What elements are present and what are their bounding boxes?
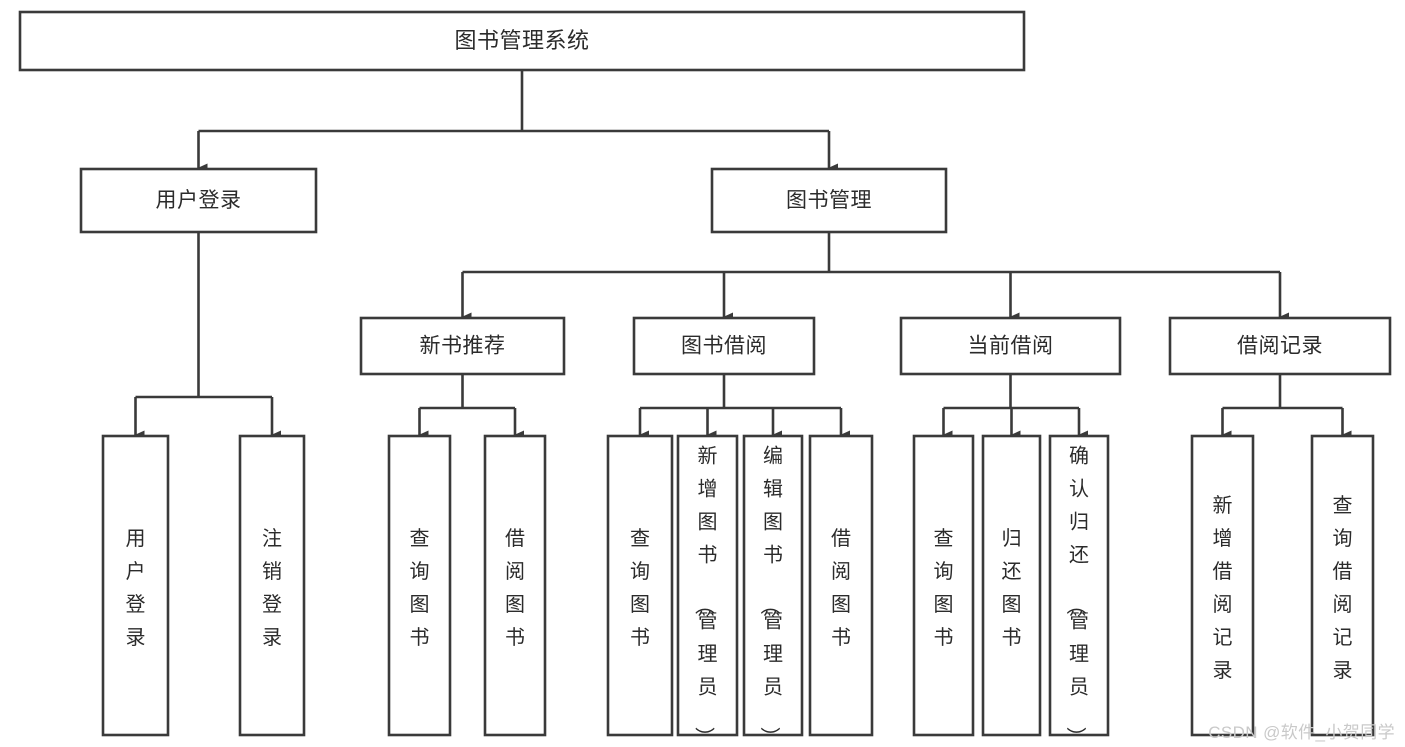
node-leaf-borrow-edit-book[interactable]: 编辑图书（管理员）	[742, 434, 804, 747]
node-box-root	[18, 10, 1026, 72]
node-leaf-new-query-book[interactable]: 查询图书	[387, 434, 452, 737]
node-label-current-borrow: 当前借阅	[968, 335, 1054, 358]
node-box-new-book-recommend	[359, 316, 566, 376]
node-book-manage[interactable]: 图书管理	[710, 167, 948, 234]
node-box-leaf-current-query-book	[912, 434, 975, 737]
node-box-leaf-current-return-book	[981, 434, 1042, 737]
node-box-leaf-new-query-book	[387, 434, 452, 737]
node-label-leaf-borrow-edit-book: 编辑图书（管理员）	[758, 445, 783, 747]
node-label-root: 图书管理系统	[454, 28, 589, 53]
node-label-leaf-record-query: 查询借阅记录	[1333, 494, 1353, 682]
node-label-book-borrow: 图书借阅	[681, 335, 767, 358]
node-label-leaf-user-logout: 注销登录	[262, 527, 282, 649]
node-box-book-manage	[710, 167, 948, 234]
node-label-leaf-borrow-add-book: 新增图书（管理员）	[693, 445, 718, 747]
node-box-leaf-record-add	[1190, 434, 1255, 737]
node-label-new-book-recommend: 新书推荐	[420, 335, 506, 358]
node-box-leaf-borrow-borrow-book	[808, 434, 874, 737]
edge-layer	[134, 70, 1352, 440]
node-leaf-record-add[interactable]: 新增借阅记录	[1190, 434, 1255, 737]
node-borrow-record[interactable]: 借阅记录	[1168, 316, 1392, 376]
node-box-leaf-current-confirm-return	[1048, 434, 1110, 737]
node-label-leaf-borrow-query-book: 查询图书	[630, 527, 650, 649]
node-leaf-current-return-book[interactable]: 归还图书	[981, 434, 1042, 737]
node-book-borrow[interactable]: 图书借阅	[632, 316, 816, 376]
node-label-leaf-user-login: 用户登录	[126, 528, 146, 649]
node-box-leaf-user-logout	[238, 434, 306, 737]
node-leaf-new-borrow-book[interactable]: 借阅图书	[483, 434, 547, 737]
node-box-book-borrow	[632, 316, 816, 376]
node-box-leaf-new-borrow-book	[483, 434, 547, 737]
node-leaf-borrow-borrow-book[interactable]: 借阅图书	[808, 434, 874, 737]
node-box-current-borrow	[899, 316, 1122, 376]
node-leaf-record-query[interactable]: 查询借阅记录	[1310, 434, 1375, 737]
node-box-leaf-borrow-query-book	[606, 434, 674, 737]
node-box-leaf-borrow-add-book	[676, 434, 739, 737]
node-label-leaf-current-confirm-return: 确认归还（管理员）	[1064, 445, 1089, 747]
node-box-leaf-record-query	[1310, 434, 1375, 737]
node-current-borrow[interactable]: 当前借阅	[899, 316, 1122, 376]
node-label-leaf-current-query-book: 查询图书	[934, 527, 954, 649]
node-leaf-borrow-query-book[interactable]: 查询图书	[606, 434, 674, 737]
node-leaf-current-confirm-return[interactable]: 确认归还（管理员）	[1048, 434, 1110, 747]
node-box-leaf-borrow-edit-book	[742, 434, 804, 737]
node-leaf-user-logout[interactable]: 注销登录	[238, 434, 306, 737]
node-box-user-login	[79, 167, 318, 234]
node-new-book-recommend[interactable]: 新书推荐	[359, 316, 566, 376]
node-label-borrow-record: 借阅记录	[1237, 335, 1323, 358]
node-label-leaf-current-return-book: 归还图书	[1002, 527, 1022, 649]
node-leaf-current-query-book[interactable]: 查询图书	[912, 434, 975, 737]
node-layer: 图书管理系统用户登录图书管理新书推荐图书借阅当前借阅借阅记录用户登录注销登录查询…	[18, 10, 1392, 747]
node-label-book-manage: 图书管理	[786, 189, 872, 212]
node-label-leaf-new-borrow-book: 借阅图书	[505, 527, 525, 649]
node-user-login[interactable]: 用户登录	[79, 167, 318, 234]
node-label-user-login: 用户登录	[156, 189, 242, 212]
node-root[interactable]: 图书管理系统	[18, 10, 1026, 72]
node-box-leaf-user-login	[101, 434, 170, 737]
node-leaf-user-login[interactable]: 用户登录	[101, 434, 170, 737]
node-box-borrow-record	[1168, 316, 1392, 376]
node-label-leaf-record-add: 新增借阅记录	[1213, 494, 1233, 682]
node-label-leaf-borrow-borrow-book: 借阅图书	[831, 527, 851, 649]
node-leaf-borrow-add-book[interactable]: 新增图书（管理员）	[676, 434, 739, 747]
node-label-leaf-new-query-book: 查询图书	[410, 527, 430, 649]
